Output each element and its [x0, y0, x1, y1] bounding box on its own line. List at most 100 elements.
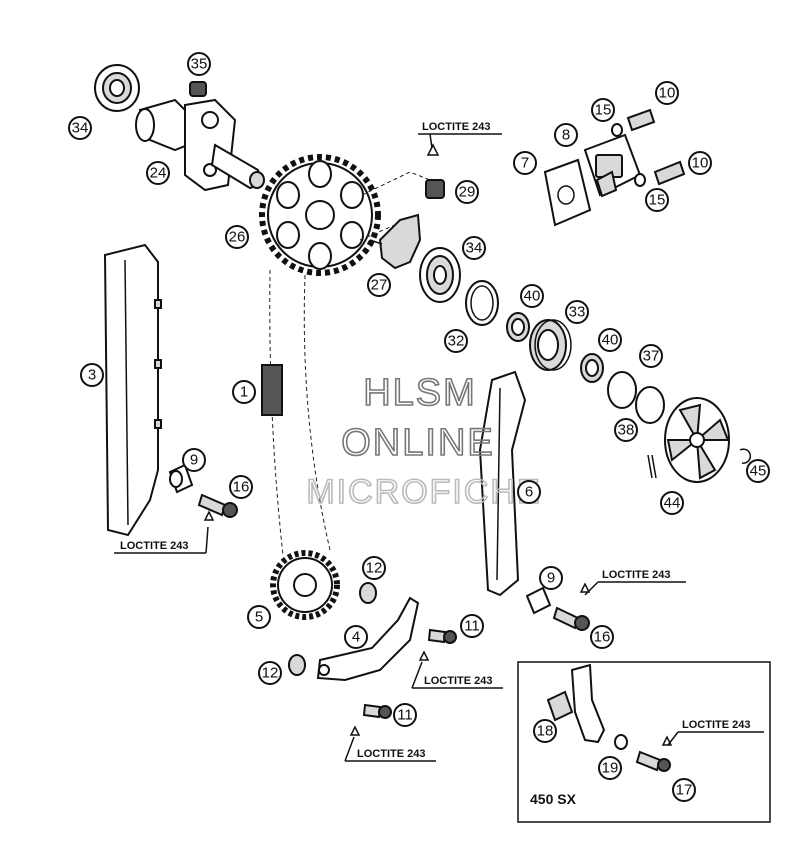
callout-11: 11	[393, 703, 417, 727]
callout-34: 34	[462, 236, 486, 260]
svg-text:9: 9	[190, 452, 198, 469]
callout-35: 35	[187, 52, 211, 76]
callout-16: 16	[229, 475, 253, 499]
svg-text:4: 4	[352, 629, 360, 646]
loctite-note-top: LOCTITE 243	[418, 121, 502, 149]
watermark-line-3: MICROFICHE	[306, 473, 541, 511]
svg-text:26: 26	[229, 229, 246, 246]
callout-15: 15	[645, 188, 669, 212]
svg-text:6: 6	[525, 484, 533, 501]
svg-text:40: 40	[602, 332, 619, 349]
callout-18: 18	[533, 719, 557, 743]
loctite-text: LOCTITE 243	[120, 540, 188, 552]
callout-17: 17	[672, 778, 696, 802]
bolt-29	[425, 143, 445, 199]
loctite-text: LOCTITE 243	[357, 748, 425, 760]
callout-40: 40	[520, 284, 544, 308]
bushing-9-left	[168, 463, 194, 494]
svg-text:7: 7	[521, 155, 529, 172]
bolt-10-upper	[626, 108, 656, 132]
svg-text:24: 24	[150, 165, 167, 182]
svg-text:12: 12	[366, 560, 383, 577]
timing-chain-1	[261, 269, 331, 556]
callout-32: 32	[444, 329, 468, 353]
washer-15-lower	[634, 173, 646, 187]
bearing-34-top	[94, 64, 140, 112]
callout-12: 12	[258, 661, 282, 685]
svg-text:17: 17	[676, 782, 693, 799]
loctite-note-middle: LOCTITE 243	[411, 661, 503, 689]
svg-text:34: 34	[466, 240, 483, 257]
oring-38	[635, 386, 665, 424]
guide-rail-4	[316, 596, 420, 682]
callout-45: 45	[746, 459, 770, 483]
loctite-note-inset: LOCTITE 243	[667, 719, 764, 746]
svg-text:11: 11	[397, 707, 413, 724]
decompressor-27	[369, 213, 422, 270]
callout-7: 7	[513, 151, 537, 175]
svg-text:3: 3	[88, 367, 96, 384]
chain-guide-3	[103, 243, 162, 537]
bolt-11-upper	[418, 628, 457, 661]
svg-text:44: 44	[664, 495, 681, 512]
ring-32	[465, 280, 499, 326]
callout-44: 44	[660, 491, 684, 515]
sprocket-26	[259, 154, 381, 276]
callout-33: 33	[565, 300, 589, 324]
clip-45	[739, 448, 752, 464]
callout-8: 8	[554, 123, 578, 147]
bearing-34-middle	[419, 247, 461, 303]
svg-text:12: 12	[262, 665, 279, 682]
bolt-16-left	[197, 493, 238, 521]
nut-35	[189, 81, 207, 97]
callout-11: 11	[460, 614, 484, 638]
callout-10: 10	[688, 151, 712, 175]
pin-12-lower	[288, 654, 306, 676]
impeller-44	[647, 397, 730, 483]
tensioner-8	[583, 133, 642, 198]
callout-24: 24	[146, 161, 170, 185]
callout-34: 34	[68, 116, 92, 140]
callout-15: 15	[591, 98, 615, 122]
callout-4: 4	[344, 625, 368, 649]
callout-38: 38	[614, 418, 638, 442]
svg-text:16: 16	[594, 629, 611, 646]
loctite-note-bottom: LOCTITE 243	[344, 736, 436, 762]
callout-6: 6	[517, 480, 541, 504]
sprocket-5	[270, 550, 340, 620]
chain-guide-6	[478, 370, 527, 597]
svg-text:34: 34	[72, 120, 89, 137]
seal-40-lower	[580, 353, 604, 383]
svg-text:5: 5	[255, 609, 263, 626]
svg-text:35: 35	[191, 56, 208, 73]
callout-16: 16	[590, 625, 614, 649]
callout-3: 3	[80, 363, 104, 387]
svg-text:37: 37	[643, 348, 660, 365]
svg-text:32: 32	[448, 333, 465, 350]
callout-29: 29	[455, 180, 479, 204]
watermark-line-2: ONLINE	[341, 422, 494, 464]
bushing-9-right	[525, 586, 552, 615]
svg-text:27: 27	[371, 277, 388, 294]
svg-text:29: 29	[459, 184, 476, 201]
callout-37: 37	[639, 344, 663, 368]
loctite-note-left: LOCTITE 243	[114, 526, 209, 554]
loctite-text: LOCTITE 243	[602, 569, 670, 581]
callout-19: 19	[598, 756, 622, 780]
svg-text:8: 8	[562, 127, 570, 144]
loctite-text: LOCTITE 243	[682, 719, 750, 731]
inset-450sx	[517, 661, 771, 823]
svg-text:18: 18	[537, 723, 554, 740]
seal-40-upper	[506, 312, 530, 342]
callout-27: 27	[367, 273, 391, 297]
inset-label: 450 SX	[530, 791, 577, 807]
svg-text:33: 33	[569, 304, 586, 321]
oring-37	[607, 371, 637, 409]
callout-12: 12	[362, 556, 386, 580]
loctite-text: LOCTITE 243	[424, 675, 492, 687]
svg-text:10: 10	[692, 155, 709, 172]
svg-text:16: 16	[233, 479, 250, 496]
callout-1: 1	[232, 380, 256, 404]
svg-text:38: 38	[618, 422, 635, 439]
